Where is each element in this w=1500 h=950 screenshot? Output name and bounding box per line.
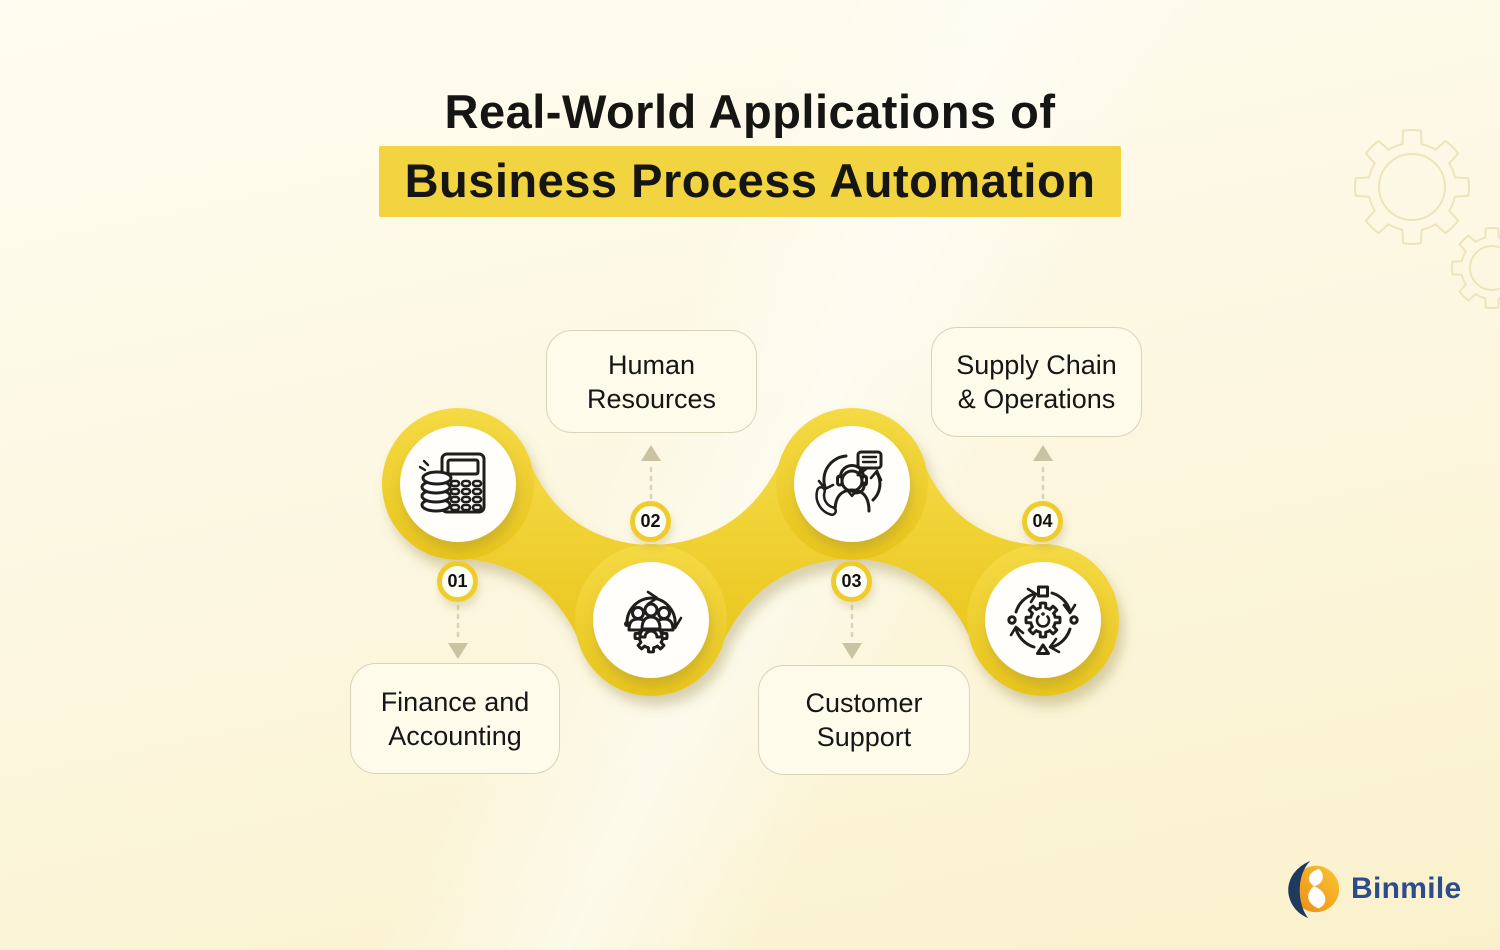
gear-small-icon [1451,227,1500,309]
step-card-supply-chain: Supply Chain & Operations [931,327,1142,437]
gear-small-hole [1469,245,1500,291]
arrow-down-finance [448,604,468,659]
arrow-up-supply [1033,445,1053,500]
step-label-line: Customer [805,688,923,718]
step-label-line: Supply Chain [956,350,1117,380]
binmile-logo: Binmile [1284,858,1461,920]
page-title-line1: Real-World Applications of [444,85,1056,138]
step-card-finance: Finance and Accounting [350,663,560,774]
step-label-line: Support [816,722,912,752]
step-number-badge-03: 03 [831,561,872,602]
step-card-human-resources: Human Resources [546,330,757,433]
gear-cycle-icon [1007,585,1079,655]
gear-large-hole [1378,153,1446,221]
node-inner-circle [794,426,910,542]
step-label-line: Accounting [388,720,522,751]
gear-large-icon [1354,129,1470,245]
arrow-down-customer [842,604,862,659]
step-number-badge-01: 01 [437,561,478,602]
calculator-coins-icon [418,452,486,514]
people-gear-icon [624,590,683,654]
step-number-badge-02: 02 [630,501,671,542]
step-arrows [448,445,1053,659]
node-inner-circle [985,562,1101,678]
step-label-line: & Operations [957,384,1116,414]
step-card-customer-support: Customer Support [758,665,970,775]
step-label-line: Human [607,349,696,380]
page-title-line2-wrap: Business Process Automation [0,146,1500,217]
support-agent-icon [815,450,883,516]
step-number-badge-04: 04 [1022,501,1063,542]
background-gears [1354,129,1500,309]
binmile-logo-icon [1288,860,1340,918]
page-title-highlight: Business Process Automation [378,146,1122,217]
binmile-logo-text: Binmile [1351,872,1462,905]
step-label-line: Resources [586,383,717,414]
arrow-up-hr [641,445,661,500]
step-label-line: Finance and [380,686,530,717]
